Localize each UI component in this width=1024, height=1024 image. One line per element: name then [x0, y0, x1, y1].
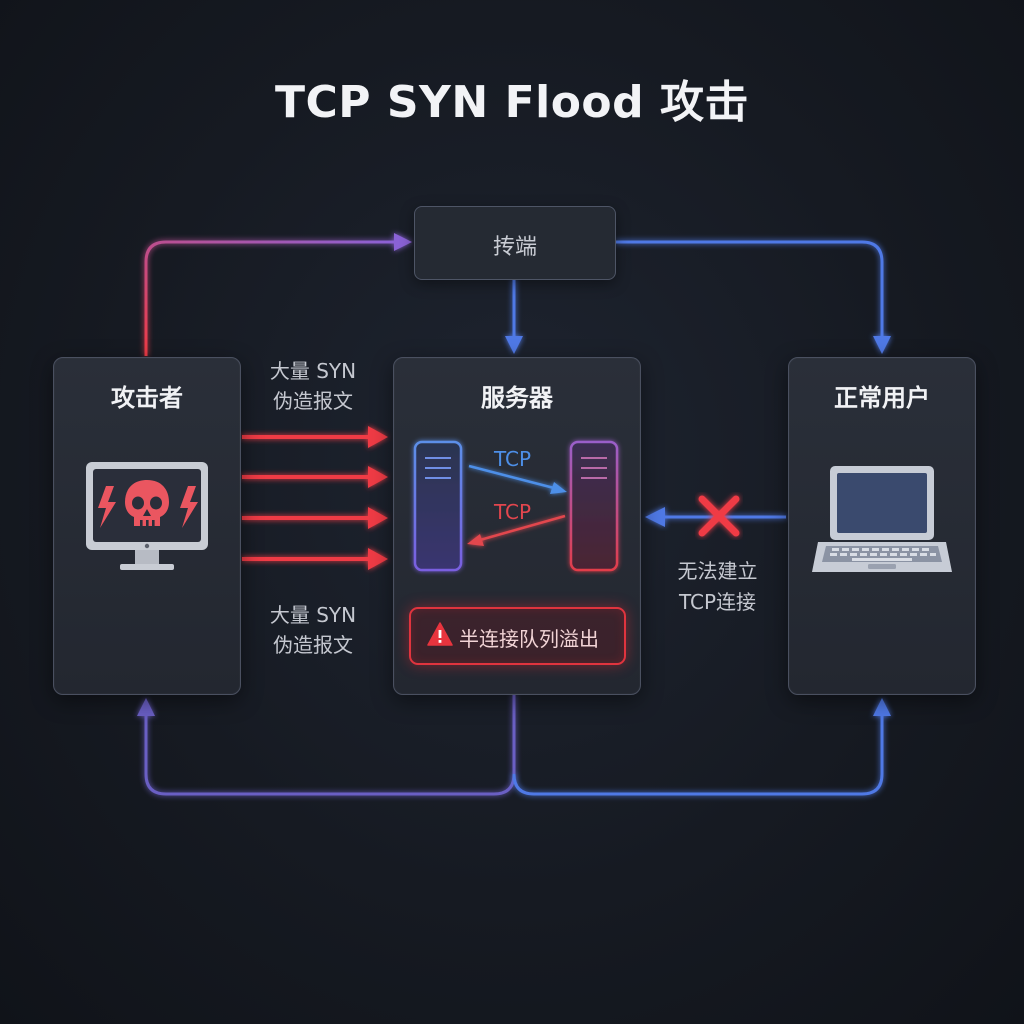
diagram-title: TCP SYN Flood 攻击 [275, 77, 749, 128]
flood-label-bottom: 大量 SYN 伪造报文 [238, 600, 388, 660]
tcp-return-label: TCP [494, 500, 532, 524]
blocked-connection-label: 无法建立 TCP连接 [655, 556, 780, 618]
laptop-icon [812, 466, 952, 572]
queue-overflow-alert: 半连接队列溢出 [409, 607, 626, 665]
relay-node: 抟端 [414, 206, 616, 280]
blocked-label-line: 无法建立 [677, 559, 758, 583]
attacker-title: 攻击者 [111, 384, 183, 412]
skull-monitor-icon [86, 462, 208, 570]
tcp-forward-label: TCP [494, 447, 532, 471]
relay-label: 抟端 [492, 235, 537, 260]
tcp-forward-arrow [468, 464, 567, 494]
server-handshake-graphic [413, 440, 619, 572]
blocked-label-line: TCP连接 [678, 590, 757, 614]
syn-flood-arrow [242, 548, 388, 570]
flood-label-line: 伪造报文 [273, 389, 353, 413]
flood-label-line: 伪造报文 [273, 633, 353, 657]
attacker-to-relay-connector [144, 233, 412, 356]
red-x-icon [698, 495, 740, 537]
right-server-rack-icon [569, 440, 619, 572]
syn-flood-arrow [242, 466, 388, 488]
attacker-panel: 攻击者 [53, 357, 241, 695]
flood-label-line: 大量 SYN [269, 603, 357, 627]
flood-label-line: 大量 SYN [269, 359, 357, 383]
alert-text: 半连接队列溢出 [459, 627, 599, 651]
user-panel: 正常用户 [788, 357, 976, 695]
relay-to-server-connector [505, 279, 523, 354]
syn-flood-arrow [242, 426, 388, 448]
syn-flood-arrows [242, 426, 388, 570]
server-to-attacker-connector [137, 694, 516, 796]
tcp-return-arrow [467, 514, 566, 546]
syn-flood-arrow [242, 507, 388, 529]
user-to-server-blocked-connector [645, 507, 786, 527]
flood-label-top: 大量 SYN 伪造报文 [238, 356, 388, 416]
relay-to-user-connector [615, 240, 891, 354]
user-title: 正常用户 [834, 384, 930, 412]
server-title: 服务器 [481, 384, 553, 412]
left-server-rack-icon [413, 440, 463, 572]
warning-triangle-icon [427, 622, 453, 646]
server-to-user-connector [512, 698, 891, 796]
